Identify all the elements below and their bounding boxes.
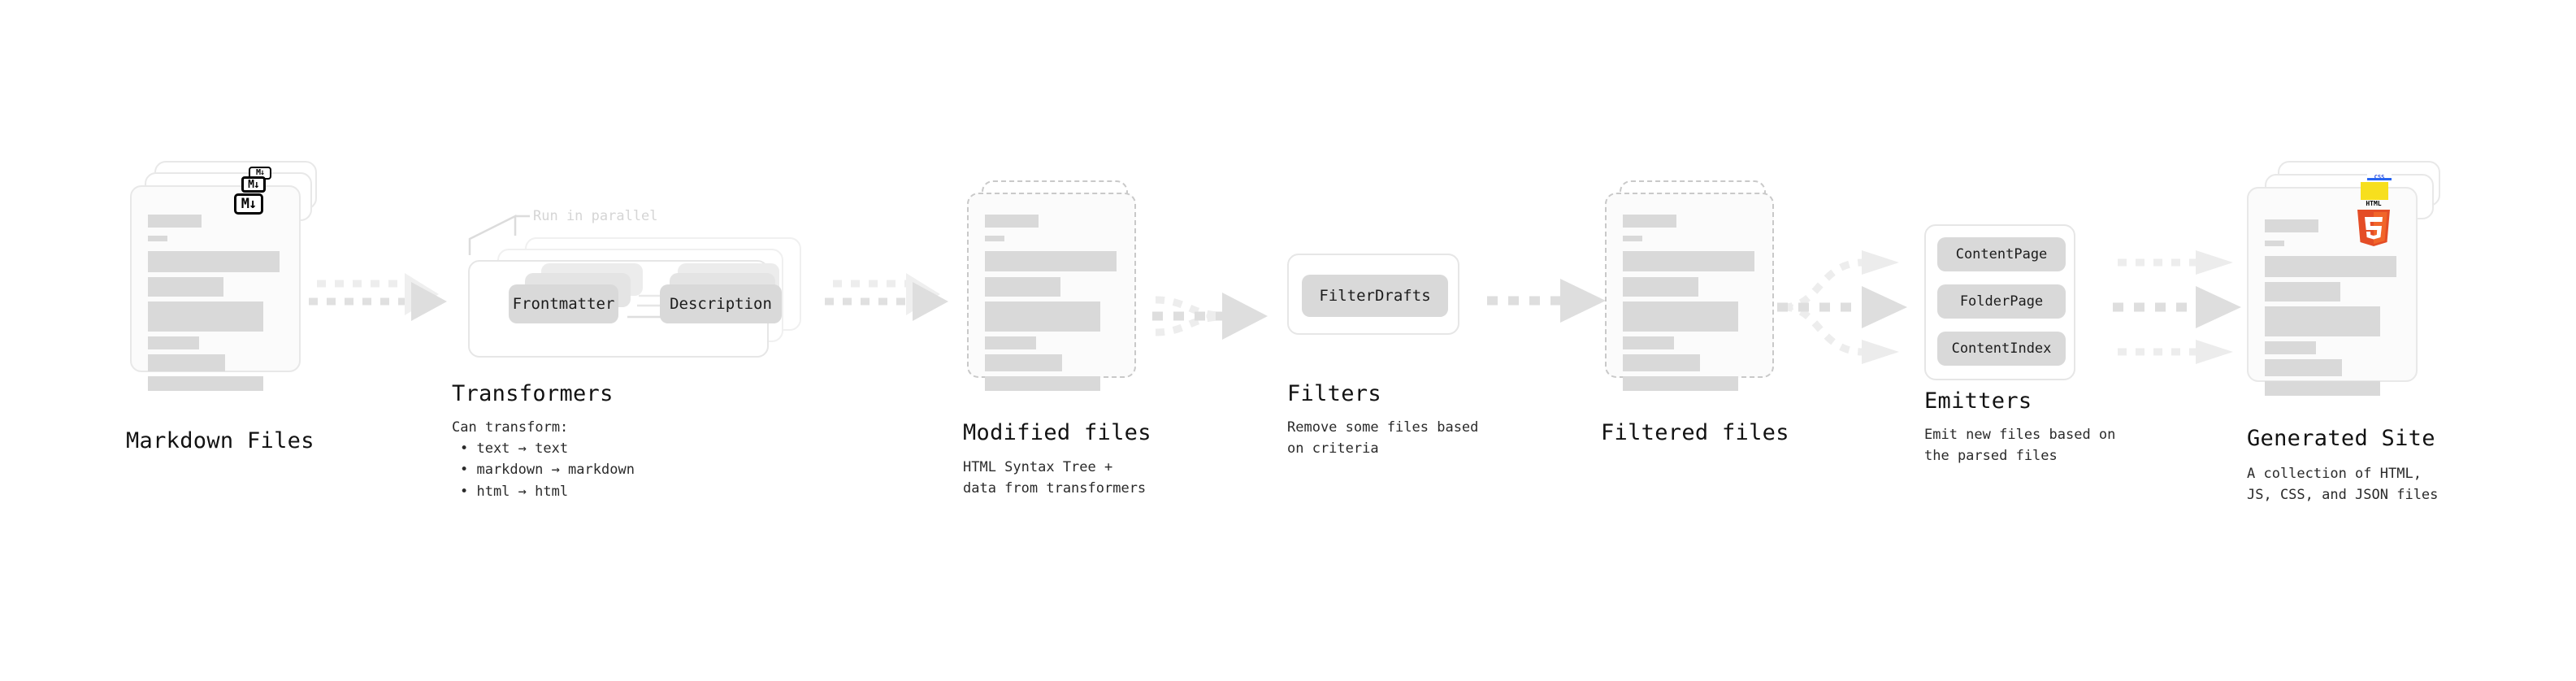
doc-bar [148,301,263,332]
doc-bar [1623,236,1642,241]
stage-title-filtered-files: Filtered files [1601,420,1789,445]
transformers-bullet-item: • html → html [460,483,569,500]
site-card-front [2247,187,2418,396]
doc-bar [1623,277,1698,297]
doc-bar [985,236,1004,241]
transformers-bullet-item: • text → text [460,440,569,457]
stage-subtitle-filters: Remove some files based on criteria [1287,419,1479,458]
doc-bar [985,376,1100,391]
markdown-card-front [130,185,301,391]
emitters-group: ContentPage FolderPage ContentIndex [1924,224,2075,380]
transformer-pill-frontmatter[interactable]: Frontmatter [509,284,618,323]
run-in-parallel-label: Run in parallel [533,208,658,224]
doc-bar [1623,215,1676,228]
markdown-files-card-stack: M↓ M↓ M↓ [130,161,325,391]
css-badge: CSS [2367,169,2392,180]
doc-bar [2265,241,2284,246]
doc-bar [1623,376,1738,391]
stage-subtitle-generated-site: A collection of HTML, JS, CSS, and JSON … [2247,466,2439,504]
doc-bar [985,336,1036,349]
filtered-files-card-stack [1605,180,1800,391]
transformers-bullet-list: • text → text • markdown → markdown • ht… [460,438,635,502]
svg-text:HTML: HTML [2366,200,2381,207]
connector-modified-to-filters [1152,293,1268,340]
stage-title-modified-files: Modified files [963,420,1151,445]
doc-bar [1623,301,1738,332]
doc-bar [985,251,1117,271]
doc-bar [985,215,1039,228]
doc-bar [148,354,225,371]
stage-subtitle-modified-files: HTML Syntax Tree + data from transformer… [963,459,1147,497]
doc-bar [2265,359,2342,376]
doc-bar [2265,341,2316,354]
doc-bar [985,301,1100,332]
doc-bar [148,277,223,297]
doc-bar [1623,354,1700,371]
doc-bar [985,277,1060,297]
filtered-card-front [1605,193,1774,391]
stage-title-generated-site: Generated Site [2247,426,2435,451]
transformer-pill-description[interactable]: Description [660,284,782,323]
html5-badge: HTML [2351,198,2396,247]
doc-bar [1623,336,1674,349]
connector-markdown-to-transformers [309,273,447,321]
stage-title-emitters: Emitters [1924,388,2032,414]
stage-subtitle-emitters: Emit new files based on the parsed files [1924,427,2116,465]
doc-bar [148,236,167,241]
doc-bar [148,251,280,272]
stage-subtitle-transformers: Can transform: [452,419,569,436]
emitter-pill-contentindex[interactable]: ContentIndex [1937,332,2066,366]
modified-card-front [967,193,1136,391]
stage-title-filters: Filters [1287,381,1381,406]
css-badge-label: CSS [2374,174,2385,180]
connector-emitters-to-site [2113,250,2241,364]
doc-bar [148,215,202,228]
emitter-pill-contentpage[interactable]: ContentPage [1937,237,2066,271]
doc-bar [1623,251,1754,271]
doc-bar [2265,256,2396,277]
doc-bar [2265,282,2340,301]
css-badge-bar [2367,178,2392,180]
doc-bar [985,354,1062,371]
run-in-parallel-brace [468,214,530,255]
generated-site-card-stack: CSS HTML [2247,161,2458,396]
emitter-pill-folderpage[interactable]: FolderPage [1937,284,2066,319]
doc-bar [2265,306,2380,336]
doc-bar [148,336,199,349]
filters-group: FilterDrafts [1287,254,1459,335]
js-badge [2361,182,2388,200]
markdown-badge: M↓ [234,193,263,215]
modified-files-card-stack [967,180,1162,391]
doc-bar [2265,219,2318,232]
doc-bar [148,376,263,391]
connector-transformers-to-modified [825,273,948,321]
stage-title-markdown-files: Markdown Files [126,428,314,453]
stage-title-transformers: Transformers [452,381,614,406]
markdown-badge-back-1: M↓ [241,176,266,193]
filter-pill-filterdrafts[interactable]: FilterDrafts [1302,275,1448,317]
connector-filtered-to-emitters [1777,250,1907,364]
connector-filters-to-filtered [1487,279,1606,323]
transformers-bullet-item: • markdown → markdown [460,462,635,479]
doc-bar [2265,381,2380,396]
transformers-group: Run in parallel Frontmatter Description [452,200,826,362]
